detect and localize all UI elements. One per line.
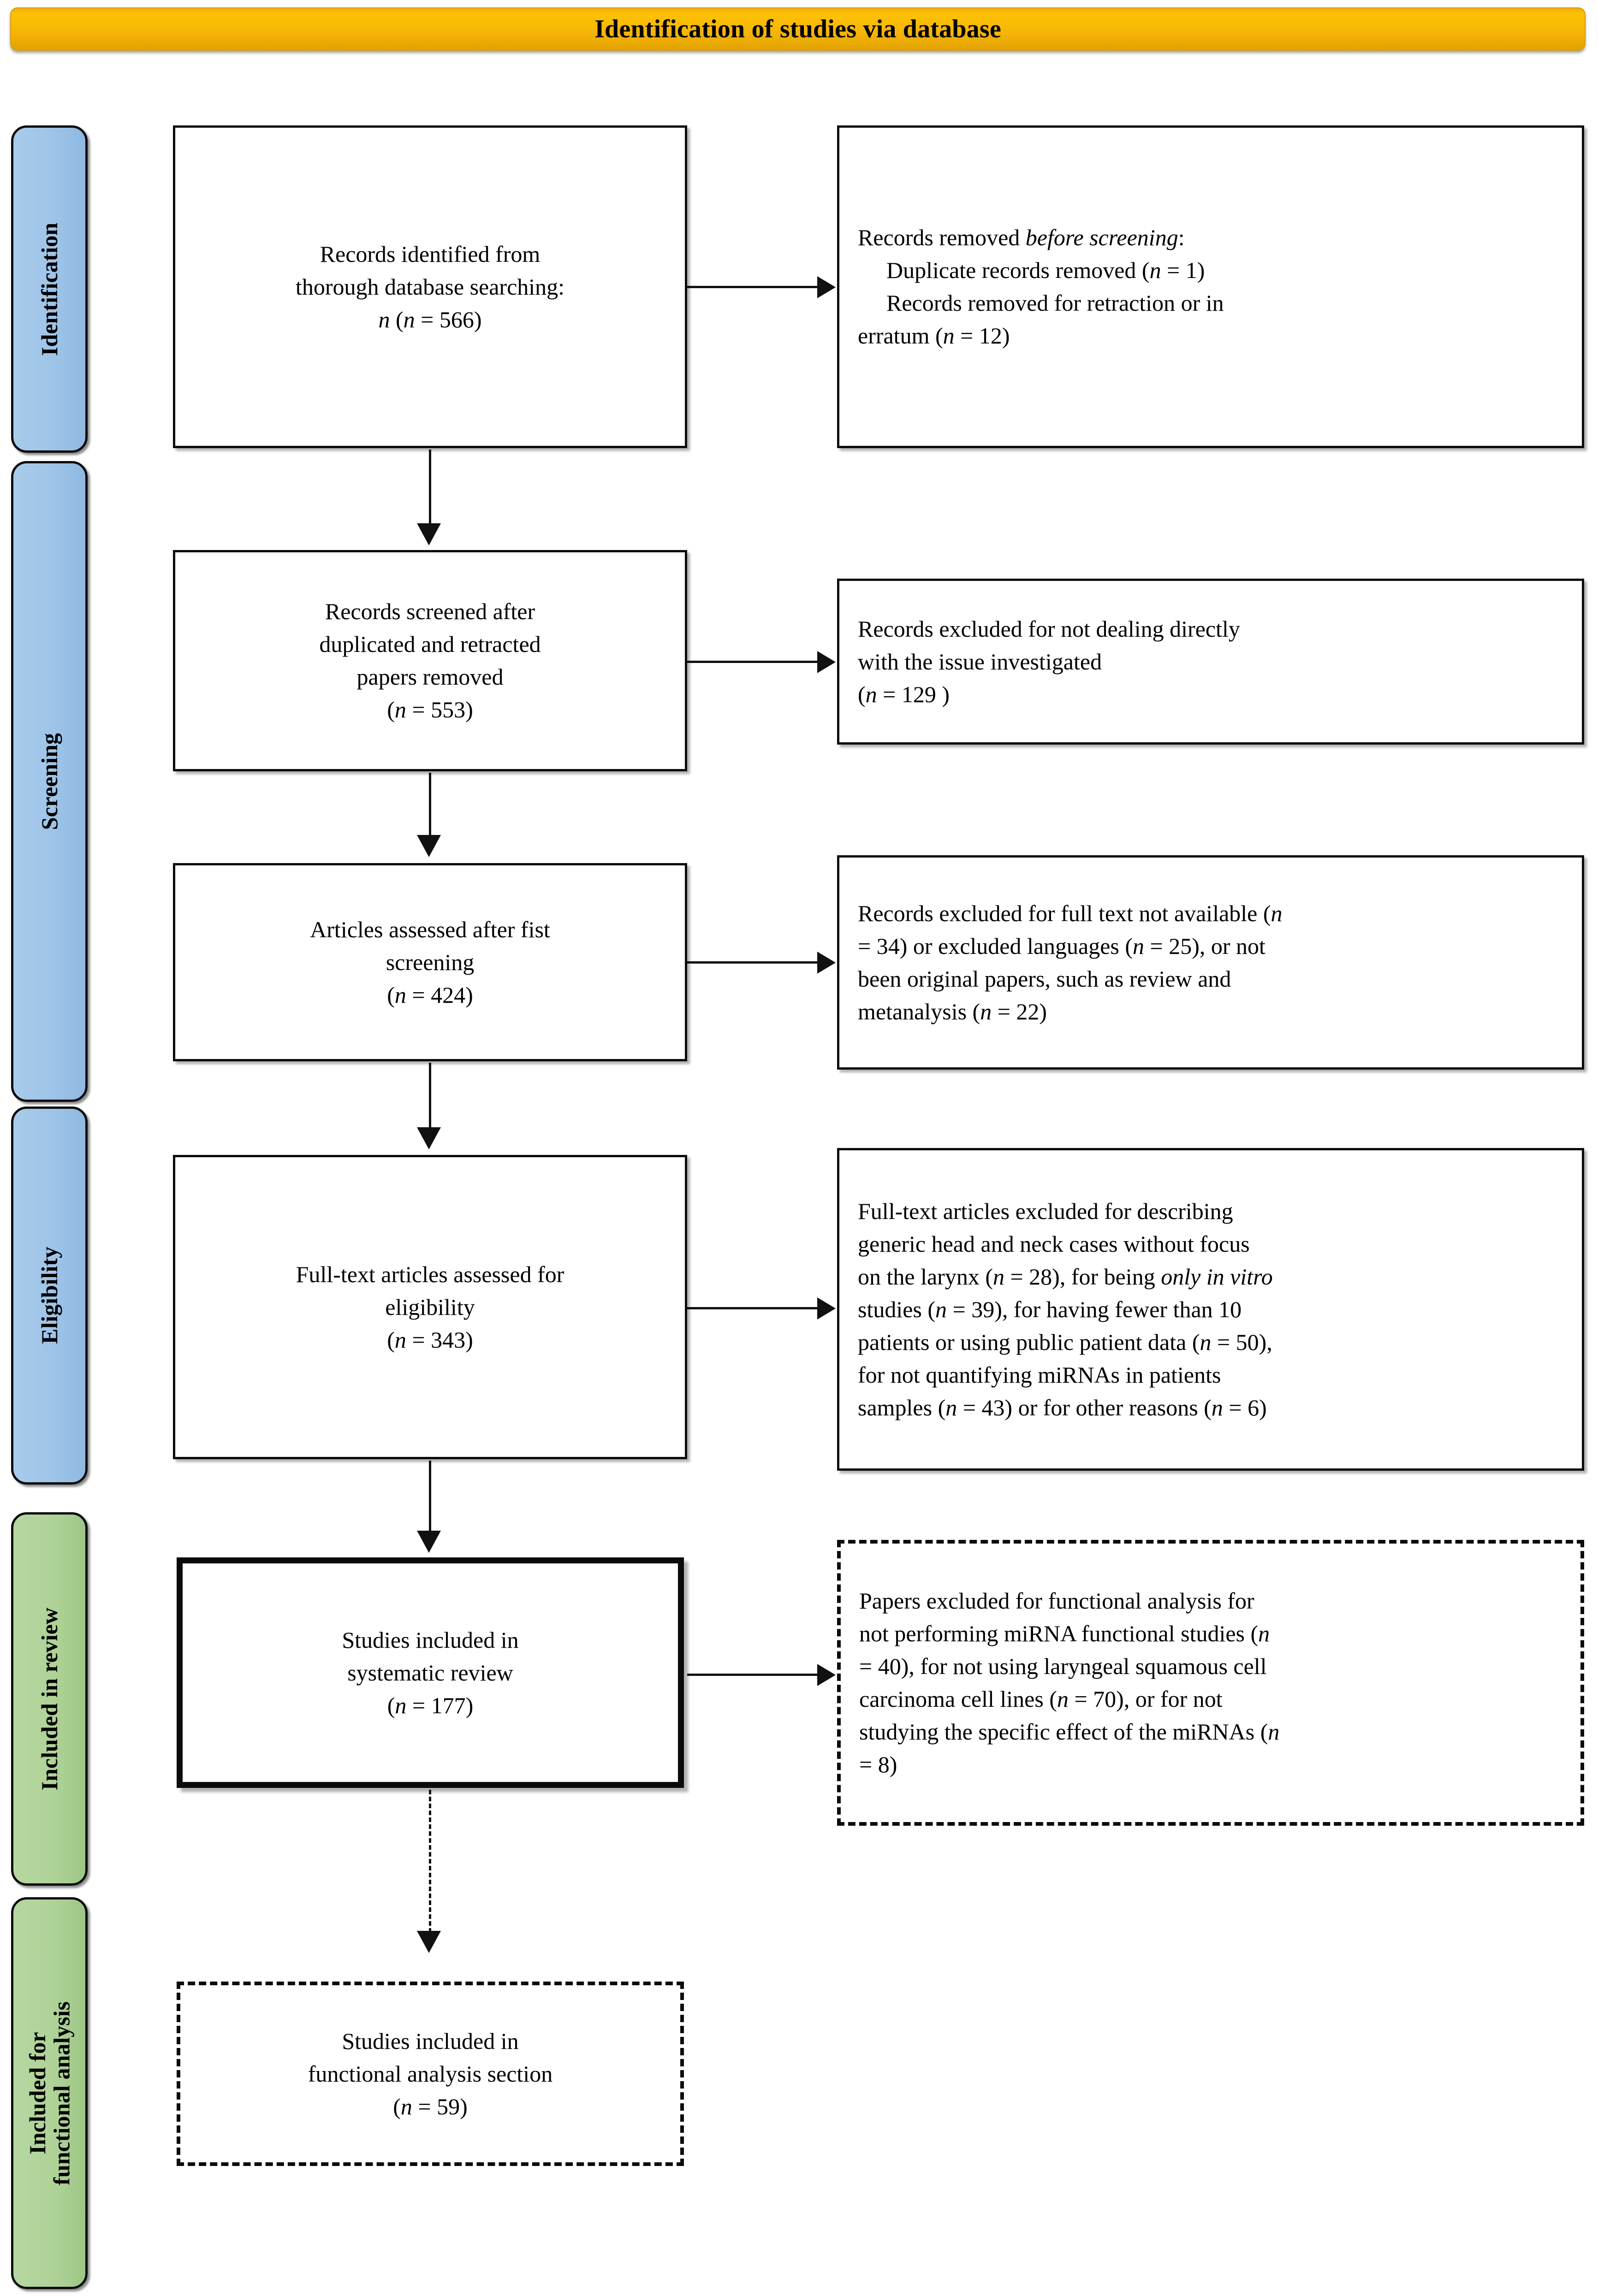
removed-heading: Records removed before screening: (858, 225, 1185, 250)
removed-retraction-2: erratum (n = 12) (858, 323, 1010, 349)
fulltext-assessed-line2: eligibility (385, 1294, 475, 1320)
box-records-screened: Records screened after duplicated and re… (173, 550, 687, 771)
box-records-identified: Records identified from thorough databas… (173, 125, 687, 448)
arrow-head-included-to-functional (417, 1931, 441, 1953)
connector-assessed-to-fulltext (429, 1063, 431, 1130)
excl4-line2: not performing miRNA functional studies … (859, 1621, 1270, 1646)
articles-assessed-line2: screening (386, 949, 475, 975)
excl-fulltext-line4: metanalysis (n = 22) (858, 998, 1047, 1024)
excl3-line6: for not quantifying miRNAs in patients (858, 1361, 1221, 1388)
functional-line2: functional analysis section (308, 2060, 553, 2087)
arrow-head-screened-to-excluded1 (817, 651, 836, 673)
excl4-line4: carcinoma cell lines (n = 70), or for no… (859, 1686, 1223, 1712)
excl-fulltext-line2: = 34) or excluded languages (n = 25), or… (858, 933, 1265, 959)
records-screened-line1: Records screened after (325, 598, 535, 624)
included-review-line1: Studies included in (342, 1627, 519, 1653)
box-fulltext-assessed-eligibility: Full-text articles assessed for eligibil… (173, 1155, 687, 1459)
stage-label-text: Screening (36, 733, 62, 830)
arrow-head-fulltext-to-excluded3 (817, 1297, 836, 1320)
connector-identified-to-screened (429, 450, 431, 526)
excl-fulltext-line3: been original papers, such as review and (858, 965, 1231, 992)
excl4-line1: Papers excluded for functional analysis … (859, 1588, 1254, 1614)
functional-count: (n = 59) (393, 2093, 468, 2119)
connector-fulltext-to-included (429, 1461, 431, 1532)
records-screened-count: (n = 553) (387, 697, 473, 722)
excl3-line3: on the larynx (n = 28), for being only i… (858, 1263, 1273, 1290)
stage-label-text: Included in review (36, 1607, 62, 1791)
excl3-line1: Full-text articles excluded for describi… (858, 1198, 1233, 1224)
box-records-removed-before-screening: Records removed before screening: Duplic… (837, 125, 1584, 448)
articles-assessed-line1: Articles assessed after fist (310, 916, 550, 942)
connector-screened-to-assessed (429, 773, 431, 837)
box-papers-excluded-functional-analysis: Papers excluded for functional analysis … (837, 1540, 1584, 1826)
excluded-not-dealing-line1: Records excluded for not dealing directl… (858, 615, 1240, 642)
diagram-title-banner: Identification of studies via database (10, 7, 1586, 51)
excl-fulltext-line1: Records excluded for full text not avail… (858, 900, 1283, 926)
records-identified-line1: Records identified from (320, 241, 541, 267)
stage-label-text: Identification (36, 222, 62, 356)
arrow-head-assessed-to-excluded2 (817, 952, 836, 974)
articles-assessed-count: (n = 424) (387, 982, 473, 1008)
arrow-head-identified-to-removed (817, 276, 836, 298)
arrow-head-screened-to-assessed (417, 835, 441, 857)
box-studies-included-systematic-review: Studies included in systematic review (n… (177, 1557, 684, 1788)
fulltext-assessed-count: (n = 343) (387, 1326, 473, 1353)
excluded-not-dealing-line2: with the issue investigated (858, 648, 1102, 675)
stage-label-included-in-review: Included in review (11, 1512, 88, 1886)
stage-label-included-for-functional-analysis: Included for functional analysis (11, 1897, 88, 2289)
fulltext-assessed-line1: Full-text articles assessed for (296, 1261, 564, 1287)
functional-line1: Studies included in (342, 2028, 519, 2054)
excl4-line5: studying the specific effect of the miRN… (859, 1719, 1280, 1745)
removed-duplicates: Duplicate records removed (n = 1) (886, 257, 1205, 283)
excl3-line7: samples (n = 43) or for other reasons (n… (858, 1394, 1267, 1420)
arrow-line-identified-to-removed (687, 286, 819, 288)
arrow-line-included-to-excluded4 (687, 1674, 819, 1676)
excluded-not-dealing-count: (n = 129 ) (858, 681, 950, 707)
excl4-line3: = 40), for not using laryngeal squamous … (859, 1653, 1267, 1679)
stage-label-identification: Identification (11, 125, 88, 453)
records-screened-line2: duplicated and retracted (319, 631, 541, 657)
included-review-count: (n = 177) (387, 1692, 474, 1718)
stage-label-eligibility: Eligibility (11, 1107, 88, 1485)
arrow-head-identified-to-screened (417, 523, 441, 545)
arrow-head-assessed-to-fulltext (417, 1127, 441, 1149)
records-screened-line3: papers removed (356, 664, 504, 690)
records-identified-count: n (n = 566)(n = 566) (378, 306, 482, 332)
excl3-line4: studies (n = 39), for having fewer than … (858, 1296, 1242, 1322)
removed-retraction-1: Records removed for retraction or in (886, 290, 1224, 316)
connector-included-to-functional (429, 1790, 431, 1933)
arrow-line-fulltext-to-excluded3 (687, 1307, 819, 1309)
box-articles-assessed: Articles assessed after fist screening (… (173, 863, 687, 1061)
box-records-excluded-not-dealing: Records excluded for not dealing directl… (837, 579, 1584, 745)
stage-label-text: Included for functional analysis (24, 2001, 75, 2185)
stage-label-text: Eligibility (36, 1247, 62, 1344)
included-review-line2: systematic review (347, 1659, 513, 1686)
excl3-line5: patients or using public patient data (n… (858, 1329, 1272, 1355)
box-fulltext-articles-excluded: Full-text articles excluded for describi… (837, 1148, 1584, 1471)
excl3-line2: generic head and neck cases without focu… (858, 1231, 1250, 1257)
stage-label-screening: Screening (11, 461, 88, 1102)
box-studies-included-functional-analysis: Studies included in functional analysis … (177, 1982, 684, 2166)
arrow-line-assessed-to-excluded2 (687, 961, 819, 964)
excl4-line6: = 8) (859, 1752, 897, 1777)
arrow-head-fulltext-to-included (417, 1531, 441, 1553)
page-title: Identification of studies via database (594, 15, 1001, 43)
records-identified-line2: thorough database searching: (295, 273, 565, 300)
arrow-line-screened-to-excluded1 (687, 661, 819, 663)
box-records-excluded-fulltext-language: Records excluded for full text not avail… (837, 855, 1584, 1070)
arrow-head-included-to-excluded4 (817, 1664, 836, 1686)
